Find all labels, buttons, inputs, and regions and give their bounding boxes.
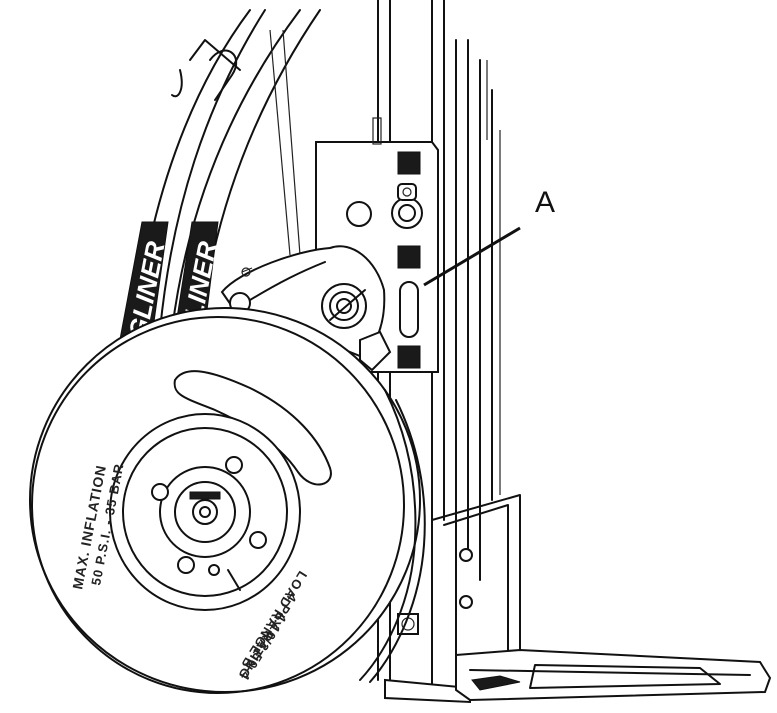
callout-a: A [423,186,555,287]
callout-label: A [535,186,555,219]
nose-plate [384,494,772,704]
axle-bracket [220,245,392,372]
wheel [29,307,426,694]
callout-leader-line [423,226,521,287]
